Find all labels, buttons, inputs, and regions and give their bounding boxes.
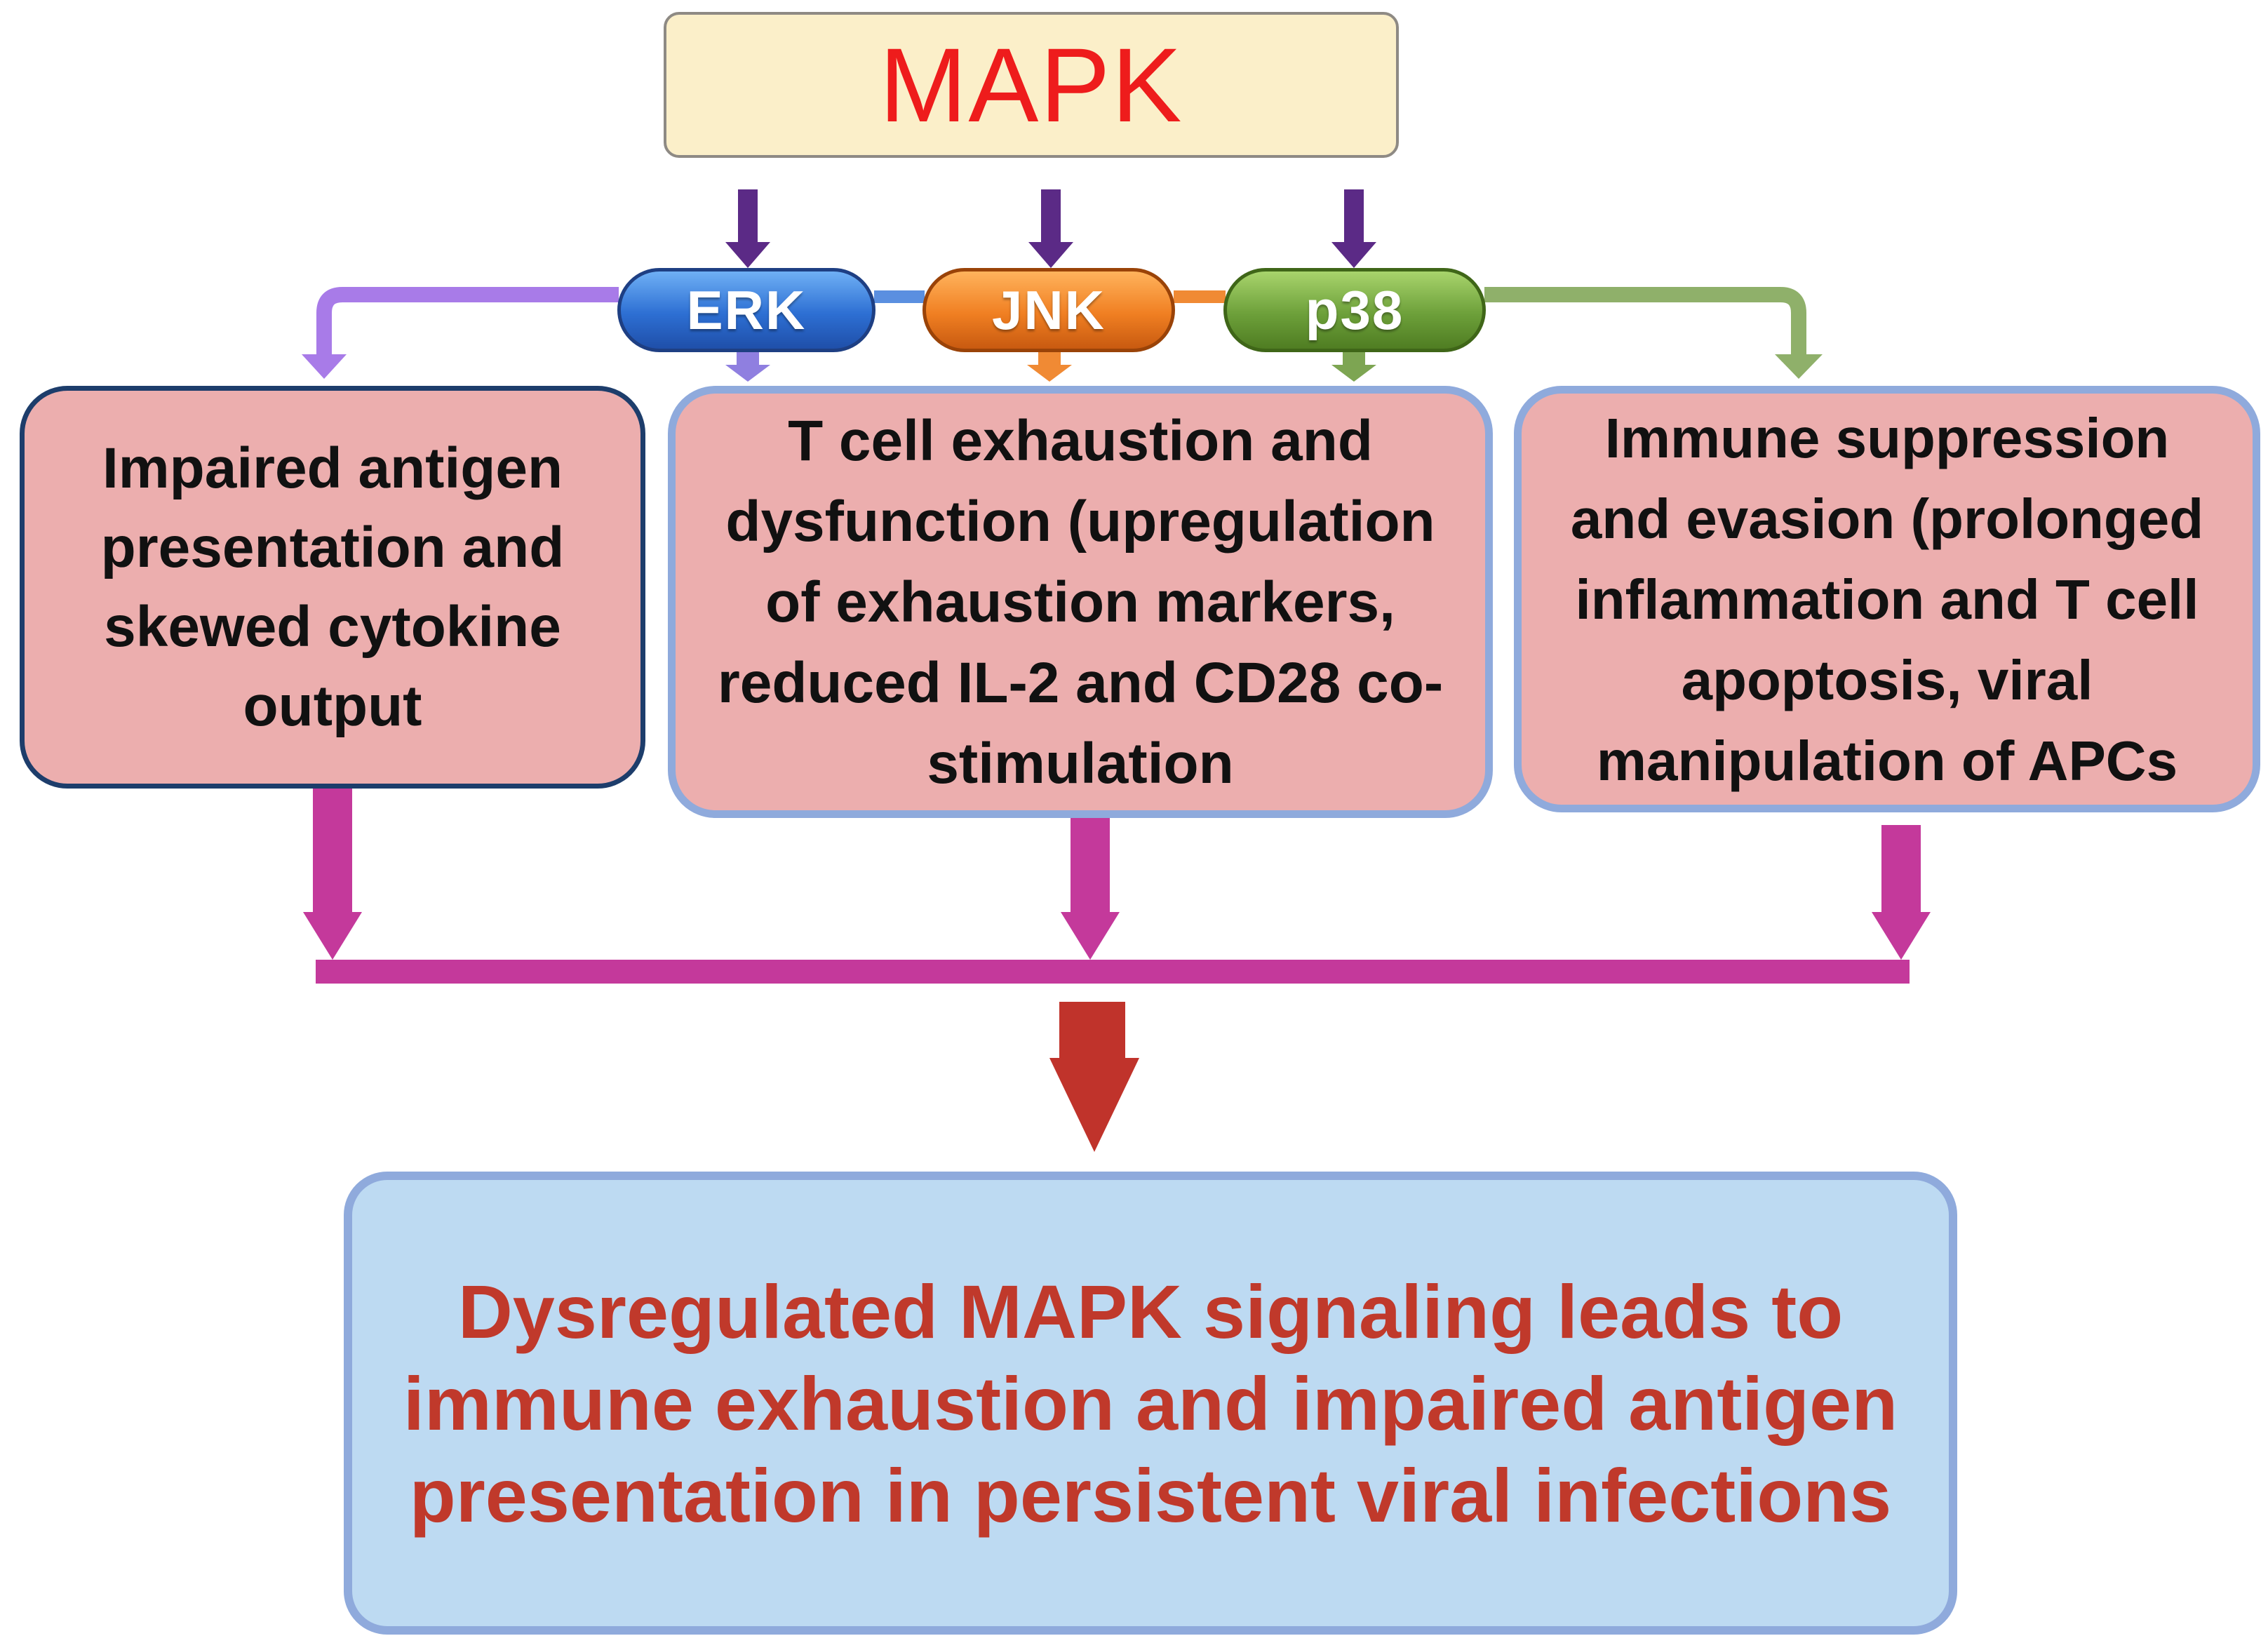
effect-line: output (243, 674, 422, 738)
effect-line: apoptosis, viral (1681, 648, 2093, 711)
erk-peg-head (725, 365, 770, 382)
arrow-shaft-p38 (1344, 189, 1364, 247)
effect-line: of exhaustion markers, (765, 570, 1395, 634)
p38-elbow-arrow (1484, 287, 1806, 358)
conclusion-arrow-shaft (1059, 1002, 1125, 1058)
convergence-bar (316, 960, 1910, 984)
immune-suppression-text: Immune suppression and evasion (prolonge… (1571, 398, 2203, 801)
conclusion-box: Dysregulated MAPK signaling leads to imm… (344, 1172, 1957, 1635)
jnk-pill: JNK (922, 268, 1175, 352)
t-cell-exhaustion-text: T cell exhaustion and dysfunction (upreg… (718, 401, 1443, 804)
t-cell-exhaustion-box: T cell exhaustion and dysfunction (upreg… (668, 386, 1493, 818)
conclusion-line: Dysregulated MAPK signaling leads to (457, 1268, 1844, 1354)
down-arrow-middle-head (1061, 912, 1120, 960)
link-jnk-p38 (1174, 290, 1226, 303)
effect-line: presentation and (100, 516, 565, 579)
conclusion-text: Dysregulated MAPK signaling leads to imm… (403, 1266, 1898, 1541)
down-arrow-right-shaft (1881, 825, 1921, 920)
effect-line: T cell exhaustion and (788, 408, 1373, 473)
arrow-shaft-erk (738, 189, 758, 247)
erk-peg (737, 351, 759, 366)
p38-label: p38 (1305, 279, 1404, 341)
down-arrow-middle-shaft (1071, 818, 1110, 920)
jnk-peg (1038, 351, 1061, 366)
arrow-head-erk (725, 242, 770, 268)
down-arrow-right-head (1872, 912, 1931, 960)
mapk-box: MAPK (664, 12, 1399, 158)
jnk-label: JNK (991, 279, 1106, 341)
effect-line: Immune suppression (1604, 406, 2170, 469)
effect-line: reduced IL-2 and CD28 co- (717, 650, 1444, 715)
convergence-arrows (303, 789, 1931, 984)
effect-line: skewed cytokine (104, 595, 561, 659)
p38-peg-head (1331, 365, 1376, 382)
impaired-antigen-text: Impaired antigen presentation and skewed… (101, 429, 565, 746)
conclusion-line: presentation in persistent viral infecti… (409, 1452, 1892, 1538)
arrow-head-p38 (1331, 242, 1376, 268)
impaired-antigen-box: Impaired antigen presentation and skewed… (20, 386, 645, 789)
erk-elbow-arrow (316, 287, 619, 359)
effect-line: and evasion (prolonged (1570, 487, 2204, 550)
erk-label: ERK (686, 279, 807, 341)
p38-peg (1343, 351, 1365, 366)
link-erk-jnk (874, 290, 925, 303)
erk-elbow-arrow-head (302, 354, 347, 379)
down-arrow-left-head (303, 912, 362, 960)
effect-line: manipulation of APCs (1596, 729, 2178, 792)
effect-line: stimulation (927, 731, 1234, 796)
p38-pill: p38 (1223, 268, 1486, 352)
down-arrow-left-shaft (313, 789, 352, 920)
erk-pill: ERK (617, 268, 875, 352)
jnk-peg-head (1027, 365, 1072, 382)
effect-line: inflammation and T cell (1575, 568, 2199, 631)
effect-line: dysfunction (upregulation (725, 489, 1435, 554)
conclusion-line: immune exhaustion and impaired antigen (403, 1360, 1898, 1446)
effect-line: Impaired antigen (102, 436, 563, 500)
conclusion-arrow-head (1049, 1058, 1139, 1152)
arrow-shaft-jnk (1041, 189, 1061, 247)
immune-suppression-box: Immune suppression and evasion (prolonge… (1514, 386, 2260, 812)
mapk-title: MAPK (879, 26, 1183, 144)
p38-elbow-arrow-head (1775, 354, 1823, 379)
arrow-head-jnk (1028, 242, 1073, 268)
mapk-to-kinase-arrows (725, 189, 1376, 268)
